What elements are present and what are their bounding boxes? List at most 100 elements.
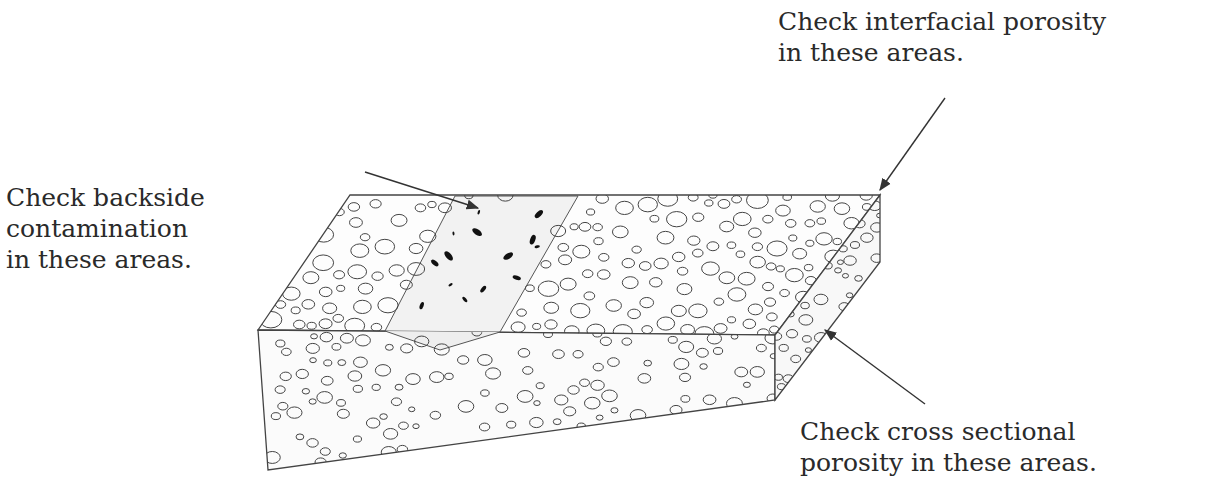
pore	[640, 297, 654, 307]
pore	[507, 421, 516, 428]
callout-note: Check cross sectional porosity in these …	[800, 416, 1101, 478]
pore	[600, 337, 611, 345]
pore	[586, 209, 594, 215]
pore	[291, 307, 300, 314]
pore	[748, 304, 762, 315]
pore	[732, 196, 742, 203]
pore	[767, 313, 778, 321]
contamination-spot	[533, 209, 544, 220]
pore	[810, 201, 825, 212]
pore	[523, 367, 533, 375]
pore	[356, 335, 371, 346]
pore	[580, 379, 590, 386]
pore	[681, 325, 695, 335]
pore	[591, 380, 605, 390]
contamination-spot	[534, 245, 540, 249]
contamination-spot	[419, 301, 425, 309]
callout-note: Check backside contamination in these ar…	[6, 182, 209, 275]
pore	[757, 329, 769, 338]
pore	[351, 244, 369, 257]
pore	[860, 191, 872, 200]
pore	[558, 243, 569, 251]
pore	[650, 278, 662, 287]
pore	[280, 372, 291, 380]
contamination-spot	[452, 231, 454, 235]
pore	[260, 311, 282, 327]
pore	[638, 374, 651, 384]
pore	[814, 333, 827, 343]
pore	[458, 356, 469, 364]
pore	[544, 331, 553, 338]
pore	[727, 317, 735, 323]
pore	[622, 277, 638, 289]
pore	[306, 343, 319, 353]
pore	[587, 324, 605, 337]
pore	[570, 224, 578, 230]
contamination-spot	[448, 282, 453, 287]
pore	[335, 208, 345, 215]
pore	[276, 340, 285, 347]
pore	[283, 287, 301, 300]
pore	[805, 220, 815, 227]
pore	[498, 190, 513, 201]
pore	[538, 281, 559, 296]
pore	[594, 238, 603, 245]
pore	[726, 398, 742, 410]
pore	[642, 326, 653, 334]
pore	[307, 322, 316, 329]
pore	[825, 250, 842, 263]
pore	[303, 272, 319, 284]
pore	[313, 255, 334, 271]
pore	[310, 358, 317, 363]
pore	[868, 201, 881, 211]
pore	[805, 276, 816, 284]
pore	[353, 436, 361, 442]
groove-notch	[385, 331, 500, 350]
pore	[728, 288, 746, 301]
pore	[320, 332, 333, 341]
pore	[354, 300, 372, 313]
pore	[679, 341, 694, 352]
pore	[511, 322, 525, 333]
pore	[688, 236, 700, 245]
pore	[375, 239, 395, 254]
pore	[705, 200, 713, 206]
pore	[877, 213, 883, 218]
pore	[430, 372, 444, 383]
pore	[271, 413, 280, 420]
pore	[339, 453, 346, 458]
pore	[391, 214, 407, 226]
pore	[839, 303, 850, 311]
pore	[689, 304, 707, 318]
pore	[320, 448, 330, 456]
pore	[389, 265, 404, 276]
pore	[420, 230, 436, 242]
pore	[779, 344, 788, 351]
pore	[639, 262, 651, 271]
pore	[823, 262, 832, 269]
contamination-spots	[419, 209, 545, 310]
pore	[372, 384, 380, 390]
pore	[771, 332, 781, 340]
pore	[278, 402, 288, 410]
pore	[287, 407, 302, 418]
pore	[835, 268, 842, 273]
pore	[526, 285, 535, 292]
pore	[294, 320, 306, 329]
pore	[606, 300, 621, 312]
pore	[630, 410, 646, 422]
pore	[638, 197, 657, 212]
contamination-spot	[443, 250, 455, 262]
pore	[767, 241, 787, 256]
pore	[671, 305, 686, 316]
pore	[733, 212, 751, 225]
pore	[657, 317, 675, 330]
pore	[693, 249, 704, 257]
pore	[871, 223, 884, 232]
pore	[360, 234, 370, 241]
pore	[695, 327, 714, 341]
pore	[541, 261, 551, 268]
contamination-spot	[512, 275, 521, 281]
pore	[314, 227, 334, 242]
pore	[846, 293, 853, 298]
